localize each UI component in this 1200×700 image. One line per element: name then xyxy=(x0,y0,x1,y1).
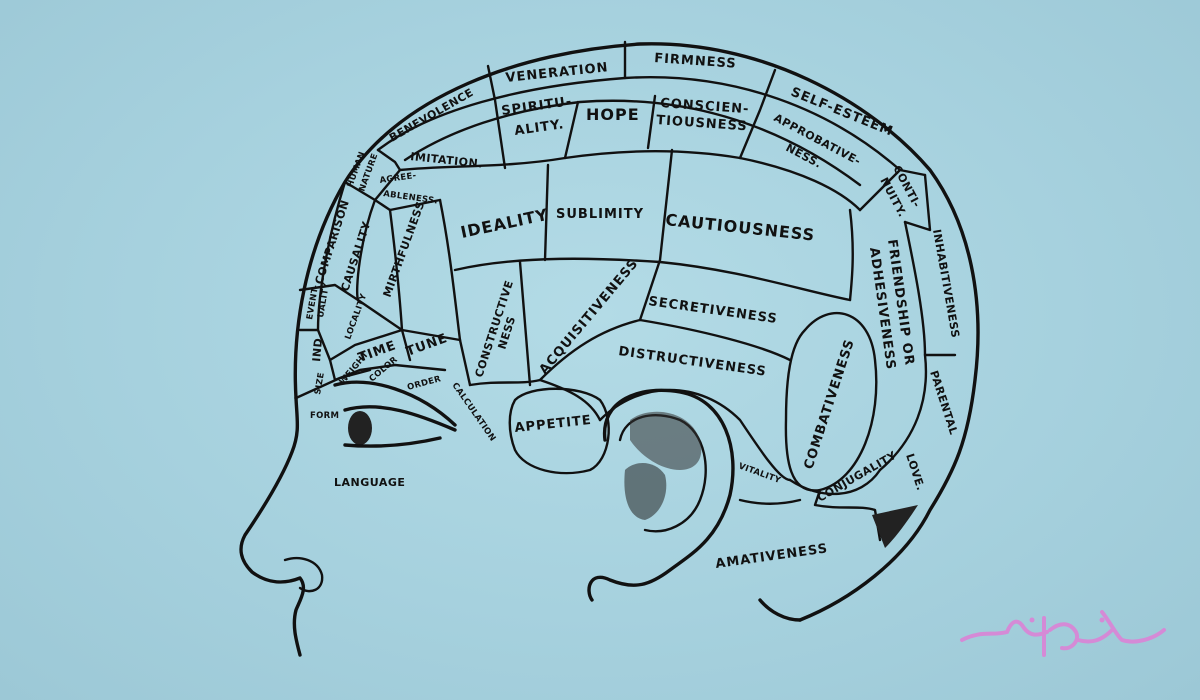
div-17 xyxy=(903,220,957,357)
div-18 xyxy=(878,353,928,472)
label-conscientiousness-1: CONSCIEN- xyxy=(660,96,750,117)
div-5 xyxy=(646,94,657,150)
div-24 xyxy=(328,358,447,382)
label-individuality: IND xyxy=(310,337,325,362)
eyebrow xyxy=(333,380,457,427)
div-25 xyxy=(400,328,412,362)
watermark-dot-2 xyxy=(1099,617,1105,623)
eye-icon xyxy=(348,411,372,445)
label-parental-1: PARENTAL xyxy=(927,369,960,437)
label-sublimity: SUBLIMITY xyxy=(556,207,644,222)
div-12 xyxy=(438,198,462,342)
div-29 xyxy=(518,260,532,387)
label-mirthfulness: MIRTHFULNESS xyxy=(381,199,428,299)
watermark-logo xyxy=(960,610,1166,657)
label-firmness: FIRMNESS xyxy=(654,51,737,72)
face-profile xyxy=(239,396,306,657)
label-causality: CAUSALITY xyxy=(338,219,373,293)
label-spirituality-1: SPIRITU- xyxy=(500,94,573,119)
div-30 xyxy=(638,318,792,362)
div-33 xyxy=(813,488,882,542)
neck-back xyxy=(758,598,802,622)
ear-outer xyxy=(587,388,735,602)
div-19 xyxy=(316,180,347,332)
label-parental-2: LOVE. xyxy=(903,452,927,493)
label-agreeableness-2: ABLENESS. xyxy=(383,189,439,207)
label-language: LANGUAGE xyxy=(334,476,405,489)
div-6 xyxy=(398,150,862,212)
div-8 xyxy=(903,173,932,232)
label-hope: HOPE xyxy=(586,105,640,124)
label-secretiveness: SECRETIVENESS xyxy=(647,294,778,327)
div-3 xyxy=(738,68,777,160)
nostril xyxy=(283,556,324,593)
div-7 xyxy=(858,168,927,212)
div-22 xyxy=(298,283,462,342)
appetite-oval xyxy=(508,387,610,475)
label-conjugality: CONJUGALITY xyxy=(815,448,899,504)
label-ideality: IDEALITY xyxy=(459,205,550,242)
label-vitality: VITALITY xyxy=(737,461,783,486)
label-size: SIZE xyxy=(313,372,327,396)
label-spirituality-2: ALITY. xyxy=(513,117,565,139)
dark-patch xyxy=(872,505,918,548)
ear-shade-2 xyxy=(624,463,667,520)
label-order: ORDER xyxy=(406,374,442,393)
div-21 xyxy=(388,208,404,332)
div-26 xyxy=(458,338,472,387)
div-16 xyxy=(848,208,854,302)
div-9 xyxy=(376,148,402,172)
eyelid xyxy=(343,405,457,448)
label-inhabitiveness: INHABITIVENESS xyxy=(930,228,962,339)
label-cautiousness: CAUTIOUSNESS xyxy=(665,210,816,245)
watermark-strokes xyxy=(960,610,1166,657)
div-27 xyxy=(294,368,372,400)
label-form: FORM xyxy=(310,411,339,421)
label-locality: LOCALITY xyxy=(343,292,369,341)
div-14 xyxy=(638,148,674,322)
div-1 xyxy=(486,64,507,170)
combativeness-oval xyxy=(784,312,878,492)
div-34 xyxy=(598,388,792,482)
label-amativeness: AMATIVENESS xyxy=(714,541,829,572)
div-4 xyxy=(563,100,580,160)
watermark-dot xyxy=(1029,617,1035,623)
band-line-2 xyxy=(403,99,862,187)
label-combativeness: COMBATIVENESS xyxy=(802,337,858,471)
ear-shade xyxy=(630,411,702,470)
div-13 xyxy=(543,163,550,262)
div-35 xyxy=(738,498,802,505)
label-calculation: CALCULATION xyxy=(450,381,498,444)
div-32 xyxy=(788,468,882,496)
div-20 xyxy=(355,198,377,302)
label-agreeableness-1: AGREE- xyxy=(379,171,417,186)
label-benevolence: BENEVOLENCE xyxy=(387,86,476,145)
label-appetite: APPETITE xyxy=(514,413,593,436)
div-15 xyxy=(453,257,852,302)
div-31 xyxy=(538,378,602,422)
label-distructiveness: DISTRUCTIVENESS xyxy=(617,344,767,380)
label-conscientiousness-2: TIOUSNESS xyxy=(656,113,748,134)
